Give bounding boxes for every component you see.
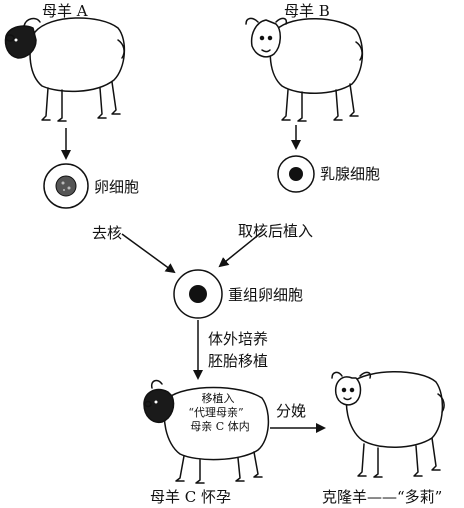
label-egg-cell: 卵细胞 — [94, 178, 140, 196]
mammary-cell-illustration — [277, 155, 315, 193]
label-extract-nucleus: 取核后植入 — [238, 222, 314, 240]
label-sheep-a: 母羊 A — [42, 2, 88, 20]
label-surrogate-mother: “代理母亲” — [188, 406, 244, 419]
label-sheep-b: 母羊 B — [284, 2, 330, 20]
sheep-b-illustration — [245, 17, 364, 122]
sheep-c-illustration — [143, 379, 270, 484]
label-childbirth: 分娩 — [276, 402, 307, 420]
label-in-vitro-culture: 体外培养 — [208, 330, 269, 348]
process-arrows — [61, 125, 326, 433]
label-mammary-cell: 乳腺细胞 — [320, 165, 381, 183]
label-recombined-egg: 重组卵细胞 — [228, 286, 304, 304]
egg-cell-illustration — [43, 163, 89, 209]
sheep-a-illustration — [4, 17, 126, 122]
label-enucleate: 去核 — [92, 224, 123, 242]
label-embryo-transfer: 胚胎移植 — [208, 352, 269, 370]
label-transplant-into: 移植入 — [201, 392, 235, 405]
label-mother-c-body: 母亲 C 体内 — [190, 420, 250, 433]
label-clone-sheep: 克隆羊——“多莉” — [322, 488, 443, 506]
label-sheep-c-pregnant: 母羊 C 怀孕 — [150, 488, 232, 506]
recombined-egg-illustration — [173, 269, 223, 319]
dolly-illustration — [331, 371, 445, 478]
